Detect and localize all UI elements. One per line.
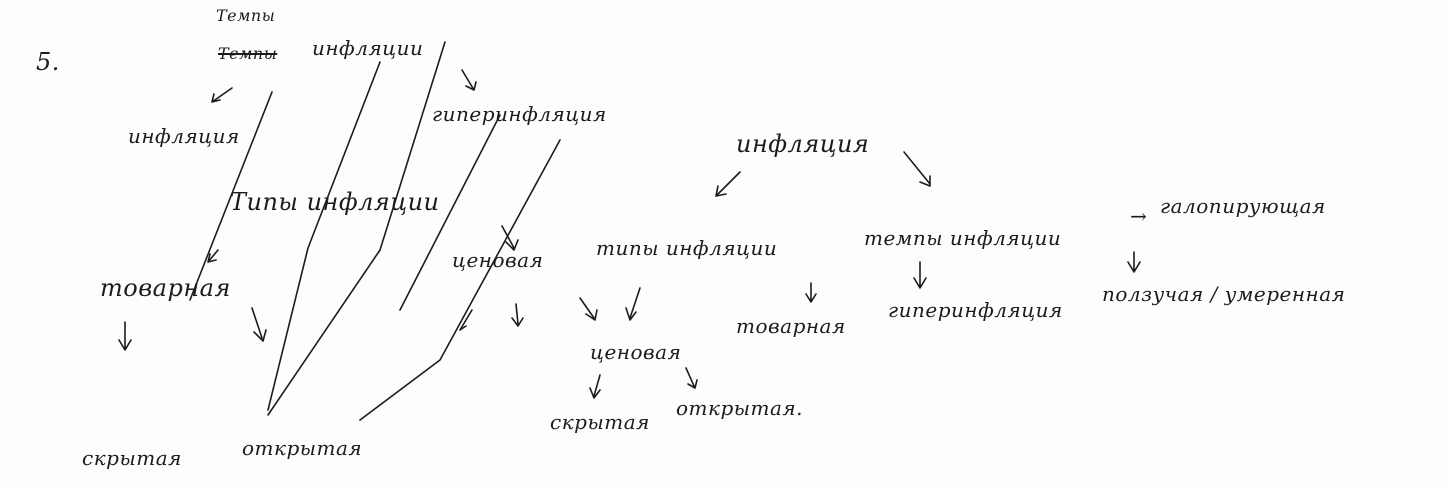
arrow-to-hyper (461, 69, 477, 91)
left-title-word: инфляции (312, 36, 424, 60)
arrow-price-to-open (685, 367, 698, 389)
arrow-types-to-commodity (805, 282, 817, 303)
arrow-to-price (501, 225, 519, 251)
arrow-root-to-types (715, 171, 741, 197)
arrow-extra-3 (579, 297, 598, 321)
arrow-rates-to-hyper (913, 261, 927, 289)
right-arrow-text: → (1130, 204, 1148, 228)
arrow-to-open-left (251, 307, 267, 342)
arrow-extra-1 (459, 309, 473, 331)
left-hidden: скрытая (82, 446, 182, 470)
arrow-root-to-rates (903, 151, 931, 187)
struck-word: Темпы (218, 44, 278, 63)
right-commodity: товарная (736, 314, 846, 338)
right-root-inflation: инфляция (736, 130, 870, 158)
left-commodity: товарная (100, 274, 231, 302)
right-types: типы инфляции (596, 236, 778, 260)
arrow-price-to-hidden (589, 374, 601, 399)
left-open: открытая (242, 436, 363, 460)
diagonal-line-5 (359, 139, 561, 421)
right-open: открытая. (676, 396, 804, 420)
right-price-strikethrough: ценовая (452, 248, 544, 272)
diagonal-line-2 (267, 61, 381, 411)
arrow-to-inflation (211, 87, 233, 103)
arrow-rates-to-creeping (1127, 251, 1141, 273)
diagonal-line-3 (267, 41, 446, 416)
right-hyper: гиперинфляция (888, 298, 1063, 322)
arrow-extra-2 (511, 303, 524, 327)
right-rates: темпы инфляции (864, 226, 1062, 250)
arrow-to-hidden-left (118, 321, 132, 351)
arrow-extra-4 (625, 287, 641, 321)
arrow-to-commodity-left (207, 249, 219, 263)
left-branch-hyper: гиперинфляция (432, 102, 607, 126)
task-number: 5. (36, 48, 60, 76)
types-heading: Типы инфляции (230, 188, 440, 216)
right-galloping: галопирующая (1160, 194, 1326, 218)
right-hidden: скрытая (550, 410, 650, 434)
left-branch-inflation: инфляция (128, 124, 240, 148)
right-creeping: ползучая / умеренная (1102, 282, 1346, 306)
rates-label-top: Темпы (216, 6, 276, 25)
right-price: ценовая (590, 340, 682, 364)
